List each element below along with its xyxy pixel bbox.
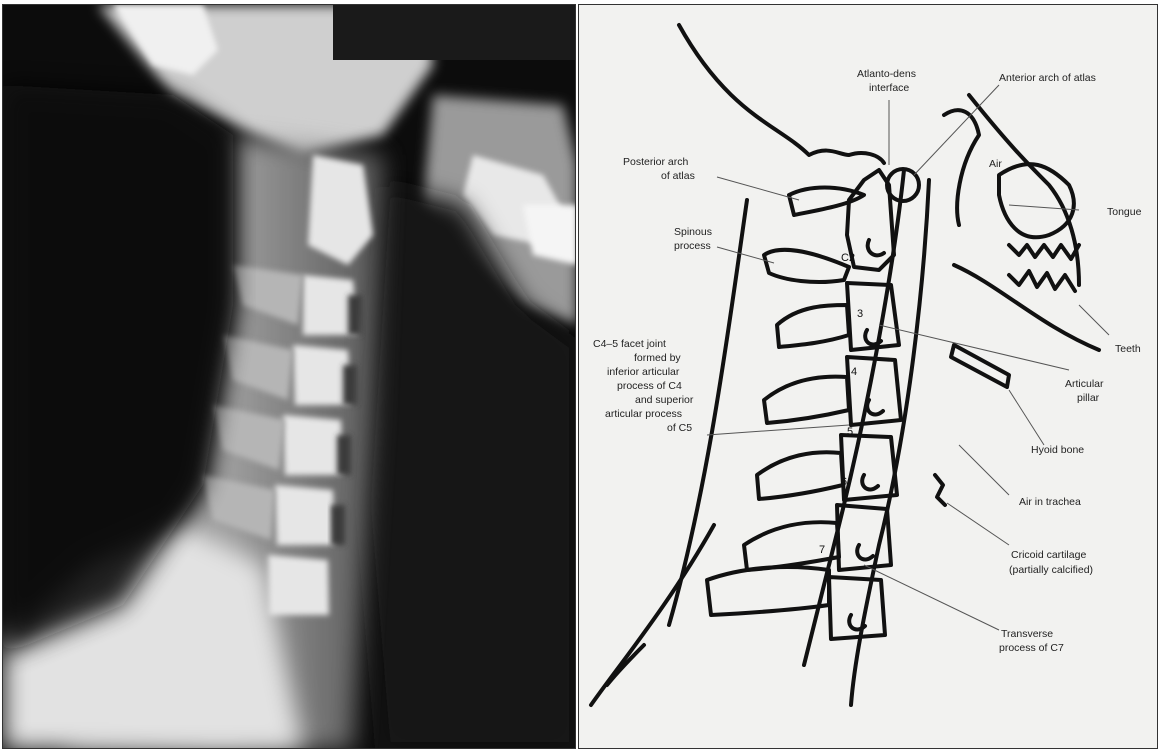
label-spinous-line2: process (674, 240, 711, 252)
label-anterior-arch: Anterior arch of atlas (999, 72, 1096, 84)
label-tongue: Tongue (1107, 206, 1142, 218)
radiograph-image (3, 5, 576, 749)
label-transverse-line1: Transverse (1001, 628, 1053, 640)
label-c45-line3: inferior articular (607, 366, 680, 378)
label-posterior-arch-line2: of atlas (661, 170, 695, 182)
label-cricoid-line1: Cricoid cartilage (1011, 549, 1086, 561)
anatomy-drawing (591, 25, 1099, 705)
label-c45-line6: articular process (605, 408, 682, 420)
label-air: Air (989, 158, 1002, 170)
label-atlanto-dens-line1: Atlanto-dens (857, 68, 916, 80)
labelled-diagram: C2 3 4 5 6 7 Atlanto-dens interface Ante… (578, 4, 1158, 749)
label-atlanto-dens-line2: interface (869, 82, 909, 94)
label-trachea: Air in trachea (1019, 496, 1081, 508)
label-articular-pillar-line2: pillar (1077, 392, 1100, 404)
label-spinous-line1: Spinous (674, 226, 712, 238)
lateral-cervical-radiograph (2, 4, 576, 749)
label-c45-line4: process of C4 (617, 380, 682, 392)
cervical-spine-diagram: C2 3 4 5 6 7 Atlanto-dens interface Ante… (579, 5, 1158, 749)
label-c45-line1: C4–5 facet joint (593, 338, 666, 350)
label-c45-line2: formed by (634, 352, 681, 364)
label-transverse-line2: process of C7 (999, 642, 1064, 654)
label-articular-pillar-line1: Articular (1065, 378, 1104, 390)
label-cricoid-line2: (partially calcified) (1009, 564, 1093, 576)
vertebra-label-c7: 7 (819, 544, 825, 556)
vertebra-label-c3: 3 (857, 308, 863, 320)
vertebra-label-c2: C2 (841, 252, 855, 264)
label-teeth: Teeth (1115, 343, 1141, 355)
vertebra-label-c4: 4 (851, 366, 857, 378)
vertebra-label-c5: 5 (847, 426, 853, 438)
label-c45-line7: of C5 (667, 422, 692, 434)
label-hyoid: Hyoid bone (1031, 444, 1084, 456)
vertebra-label-c6: 6 (841, 476, 847, 488)
label-posterior-arch-line1: Posterior arch (623, 156, 689, 168)
label-c45-line5: and superior (635, 394, 694, 406)
